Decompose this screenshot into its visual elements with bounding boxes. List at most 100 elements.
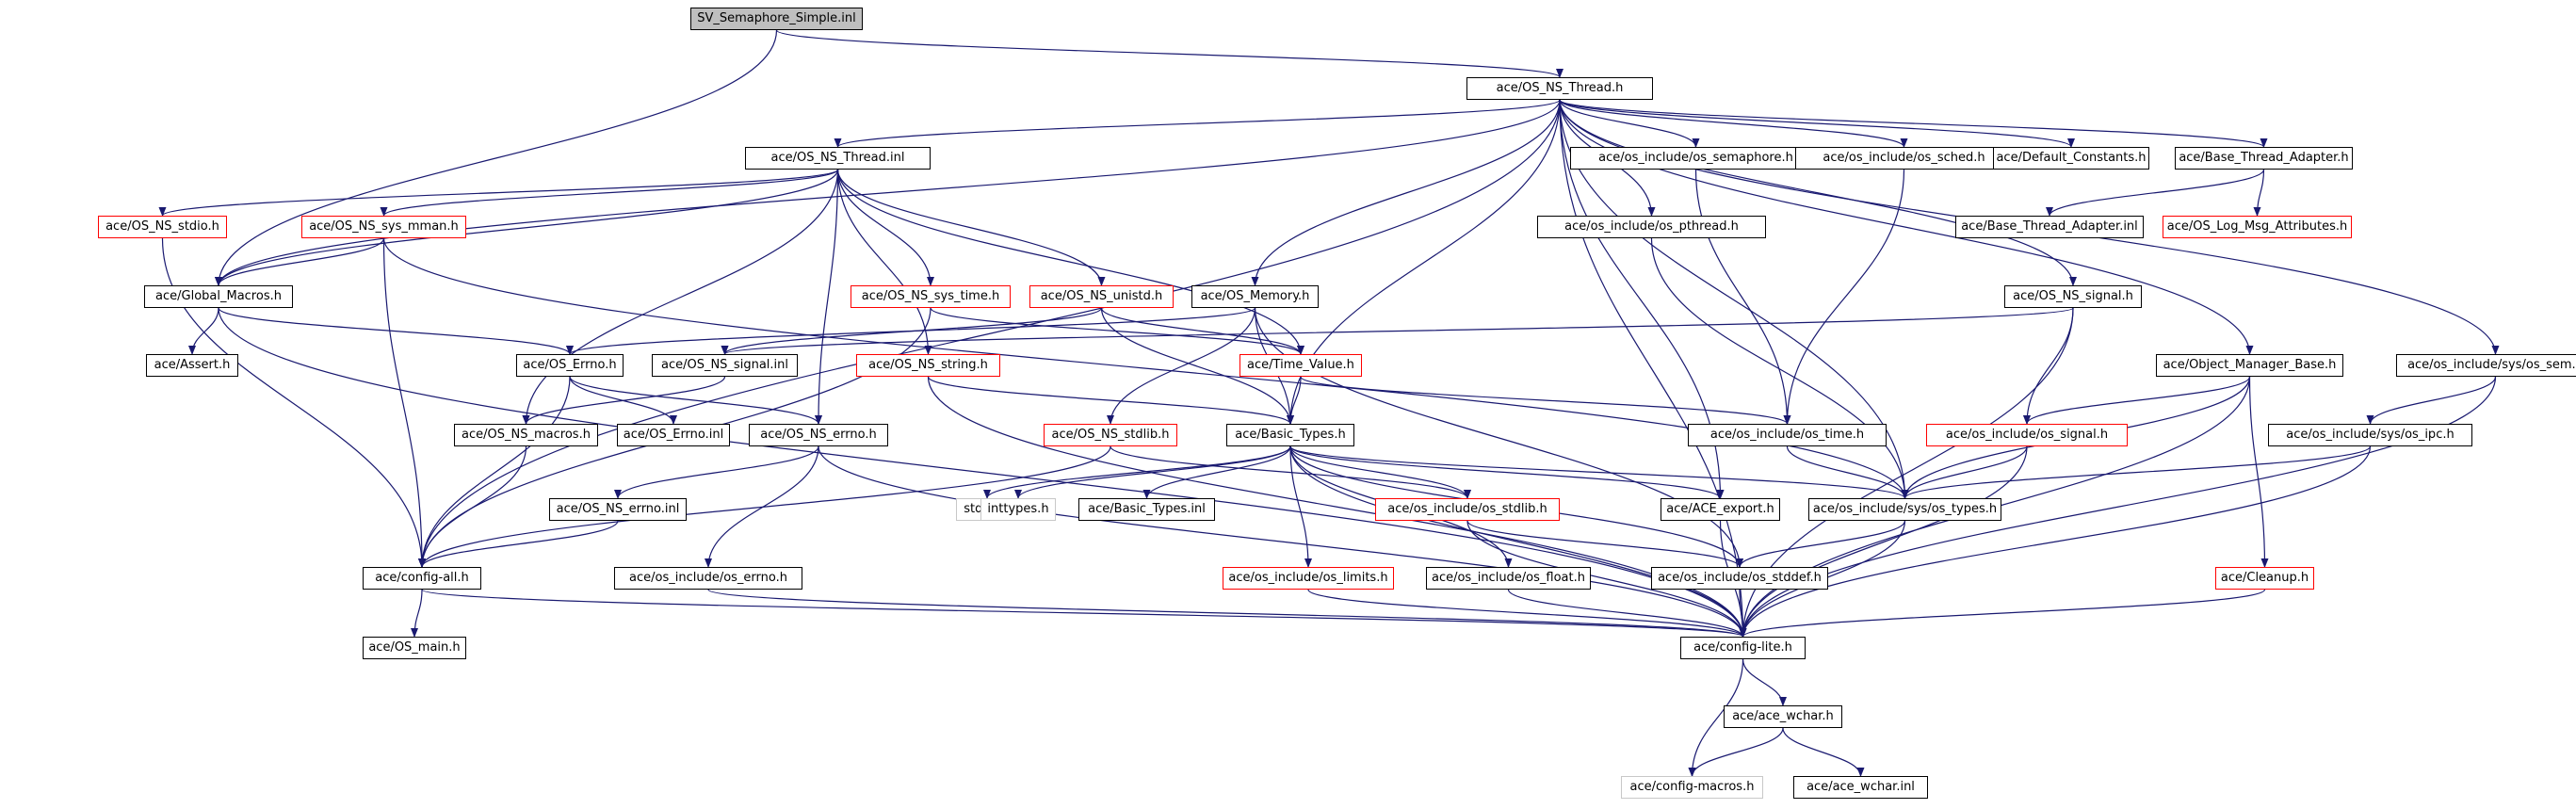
edge-global-macros-h-to-os-errno-h xyxy=(218,307,574,355)
node-basic-types-h[interactable]: ace/Basic_Types.h xyxy=(1226,424,1354,446)
edge-os-ns-unistd-h-to-time-value-h xyxy=(1100,307,1304,355)
edge-os-ns-string-h-to-config-lite-h xyxy=(927,376,1747,638)
edge-config-lite-h-to-ace-wchar-h xyxy=(1742,658,1787,706)
node-os-include-os-pthread-h[interactable]: ace/os_include/os_pthread.h xyxy=(1537,216,1766,238)
edge-time-value-h-to-os-include-os-time-h xyxy=(1300,376,1791,425)
edge-os-ns-thread-inl-to-os-ns-stdio-h xyxy=(158,169,839,217)
node-os-ns-stdio-h[interactable]: ace/OS_NS_stdio.h xyxy=(98,216,227,238)
node-os-ns-thread-inl[interactable]: ace/OS_NS_Thread.inl xyxy=(745,147,931,170)
node-os-include-sys-os-ipc-h[interactable]: ace/os_include/sys/os_ipc.h xyxy=(2268,424,2472,446)
node-os-errno-inl[interactable]: ace/OS_Errno.inl xyxy=(617,424,730,446)
node-inttypes-h[interactable]: inttypes.h xyxy=(980,498,1056,521)
node-os-include-os-semaphore-h[interactable]: ace/os_include/os_semaphore.h xyxy=(1570,147,1822,170)
node-config-lite-h[interactable]: ace/config-lite.h xyxy=(1680,637,1806,659)
edge-os-ns-errno-h-to-os-ns-errno-inl xyxy=(614,445,819,499)
node-os-include-os-limits-h[interactable]: ace/os_include/os_limits.h xyxy=(1223,567,1394,590)
edge-os-ns-sys-mman-h-to-config-all-h xyxy=(382,237,426,568)
node-basic-types-inl[interactable]: ace/Basic_Types.inl xyxy=(1078,498,1215,521)
node-os-include-os-signal-h[interactable]: ace/os_include/os_signal.h xyxy=(1926,424,2128,446)
node-assert-h[interactable]: ace/Assert.h xyxy=(146,354,238,377)
node-os-include-os-errno-h[interactable]: ace/os_include/os_errno.h xyxy=(614,567,802,590)
edge-os-ns-thread-h-to-config-all-h xyxy=(418,99,1561,568)
edge-config-lite-h-to-config-macros-h xyxy=(1688,658,1744,777)
edge-os-ns-signal-h-to-os-include-os-signal-h xyxy=(2023,307,2074,425)
edge-os-errno-h-to-config-all-h xyxy=(418,376,571,568)
edge-os-ns-thread-h-to-global-macros-h xyxy=(215,99,1561,286)
node-os-include-os-stddef-h[interactable]: ace/os_include/os_stddef.h xyxy=(1651,567,1828,590)
edge-os-include-sys-os-ipc-h-to-config-lite-h xyxy=(1739,445,2372,638)
edge-basic-types-h-to-os-include-os-stdlib-h xyxy=(1289,445,1471,499)
edge-global-macros-h-to-assert-h xyxy=(188,307,219,355)
edge-os-ns-stdlib-h-to-os-include-os-stdlib-h xyxy=(1110,445,1471,499)
node-os-include-os-time-h[interactable]: ace/os_include/os_time.h xyxy=(1688,424,1887,446)
edge-os-ns-thread-inl-to-global-macros-h xyxy=(215,169,839,286)
edge-os-errno-h-to-os-ns-errno-h xyxy=(569,376,822,425)
node-os-ns-macros-h[interactable]: ace/OS_NS_macros.h xyxy=(454,424,598,446)
edge-os-memory-h-to-os-errno-h xyxy=(566,307,1256,355)
edge-os-ns-errno-h-to-config-lite-h xyxy=(818,445,1747,638)
node-os-ns-thread-h[interactable]: ace/OS_NS_Thread.h xyxy=(1466,77,1653,100)
node-os-ns-stdlib-h[interactable]: ace/OS_NS_stdlib.h xyxy=(1044,424,1177,446)
edge-time-value-h-to-basic-types-h xyxy=(1287,376,1302,425)
node-ace-wchar-h[interactable]: ace/ace_wchar.h xyxy=(1724,705,1842,728)
node-base-thread-adapter-h[interactable]: ace/Base_Thread_Adapter.h xyxy=(2175,147,2353,170)
node-config-macros-h[interactable]: ace/config-macros.h xyxy=(1621,776,1763,799)
node-os-ns-errno-inl[interactable]: ace/OS_NS_errno.inl xyxy=(549,498,687,521)
node-os-include-os-float-h[interactable]: ace/os_include/os_float.h xyxy=(1426,567,1591,590)
node-ace-wchar-inl[interactable]: ace/ace_wchar.inl xyxy=(1793,776,1928,799)
node-config-all-h[interactable]: ace/config-all.h xyxy=(363,567,481,590)
edge-os-include-os-pthread-h-to-os-include-sys-os-types-h xyxy=(1650,237,1909,499)
edge-os-ns-thread-inl-to-os-ns-errno-h xyxy=(815,169,839,425)
node-os-log-msg-attributes-h[interactable]: ace/OS_Log_Msg_Attributes.h xyxy=(2163,216,2352,238)
node-object-manager-base-h[interactable]: ace/Object_Manager_Base.h xyxy=(2156,354,2343,377)
node-os-include-os-sched-h[interactable]: ace/os_include/os_sched.h xyxy=(1795,147,2013,170)
edge-os-ns-stdlib-h-to-config-all-h xyxy=(418,445,1111,568)
edge-os-include-sys-os-sem-h-to-os-include-sys-os-ipc-h xyxy=(2366,376,2497,425)
node-global-macros-h[interactable]: ace/Global_Macros.h xyxy=(144,285,293,308)
node-os-ns-sys-mman-h[interactable]: ace/OS_NS_sys_mman.h xyxy=(301,216,466,238)
edge-basic-types-h-to-basic-types-inl xyxy=(1142,445,1291,499)
edge-basic-types-h-to-inttypes-h xyxy=(1014,445,1291,499)
edge-os-ns-errno-inl-to-config-all-h xyxy=(418,520,619,568)
node-os-errno-h[interactable]: ace/OS_Errno.h xyxy=(516,354,624,377)
node-os-ns-sys-time-h[interactable]: ace/OS_NS_sys_time.h xyxy=(851,285,1011,308)
node-os-ns-string-h[interactable]: ace/OS_NS_string.h xyxy=(856,354,1000,377)
edge-object-manager-base-h-to-cleanup-h xyxy=(2248,376,2269,568)
edge-os-ns-thread-h-to-os-memory-h xyxy=(1251,99,1561,286)
edge-os-ns-signal-h-to-os-ns-signal-inl xyxy=(721,307,2074,355)
node-os-main-h[interactable]: ace/OS_main.h xyxy=(363,637,466,659)
edge-object-manager-base-h-to-os-include-os-signal-h xyxy=(2023,376,2251,425)
edge-basic-types-h-to-os-include-os-limits-h xyxy=(1289,445,1312,568)
node-root[interactable]: SV_Semaphore_Simple.inl xyxy=(690,8,863,30)
edge-base-thread-adapter-h-to-base-thread-adapter-inl xyxy=(2046,169,2265,217)
edge-os-include-os-limits-h-to-config-lite-h xyxy=(1307,589,1747,638)
node-os-ns-signal-inl[interactable]: ace/OS_NS_signal.inl xyxy=(652,354,798,377)
edge-os-ns-thread-inl-to-time-value-h xyxy=(836,169,1304,355)
edge-os-ns-unistd-h-to-basic-types-h xyxy=(1100,307,1294,425)
node-ace-export-h[interactable]: ace/ACE_export.h xyxy=(1661,498,1780,521)
node-os-ns-errno-h[interactable]: ace/OS_NS_errno.h xyxy=(749,424,888,446)
node-os-include-os-stdlib-h[interactable]: ace/os_include/os_stdlib.h xyxy=(1375,498,1560,521)
edge-ace-wchar-h-to-config-macros-h xyxy=(1688,727,1784,777)
node-cleanup-h[interactable]: ace/Cleanup.h xyxy=(2215,567,2314,590)
edge-os-include-os-stdlib-h-to-config-lite-h xyxy=(1466,520,1747,638)
edge-os-ns-thread-h-to-default-constants-h xyxy=(1559,99,2075,148)
node-os-memory-h[interactable]: ace/OS_Memory.h xyxy=(1191,285,1319,308)
edge-cleanup-h-to-config-lite-h xyxy=(1739,589,2266,638)
node-default-constants-h[interactable]: ace/Default_Constants.h xyxy=(1993,147,2149,170)
edge-os-include-os-signal-h-to-config-lite-h xyxy=(1739,445,2028,638)
edge-os-ns-thread-inl-to-os-ns-sys-time-h xyxy=(836,169,934,286)
node-os-ns-unistd-h[interactable]: ace/OS_NS_unistd.h xyxy=(1029,285,1174,308)
edge-os-ns-thread-h-to-os-include-os-semaphore-h xyxy=(1559,99,1700,148)
edge-os-memory-h-to-os-ns-stdlib-h xyxy=(1107,307,1256,425)
node-os-include-sys-os-types-h[interactable]: ace/os_include/sys/os_types.h xyxy=(1808,498,2001,521)
node-time-value-h[interactable]: ace/Time_Value.h xyxy=(1239,354,1362,377)
edge-os-include-os-errno-h-to-config-lite-h xyxy=(707,589,1747,638)
node-os-include-sys-os-sem-h[interactable]: ace/os_include/sys/os_sem.h xyxy=(2396,354,2576,377)
edge-os-ns-thread-inl-to-os-ns-string-h xyxy=(836,169,932,355)
node-base-thread-adapter-inl[interactable]: ace/Base_Thread_Adapter.inl xyxy=(1955,216,2144,238)
edge-os-ns-thread-h-to-object-manager-base-h xyxy=(1559,99,2254,355)
edge-os-ns-string-h-to-basic-types-h xyxy=(927,376,1294,425)
node-os-ns-signal-h[interactable]: ace/OS_NS_signal.h xyxy=(2004,285,2142,308)
